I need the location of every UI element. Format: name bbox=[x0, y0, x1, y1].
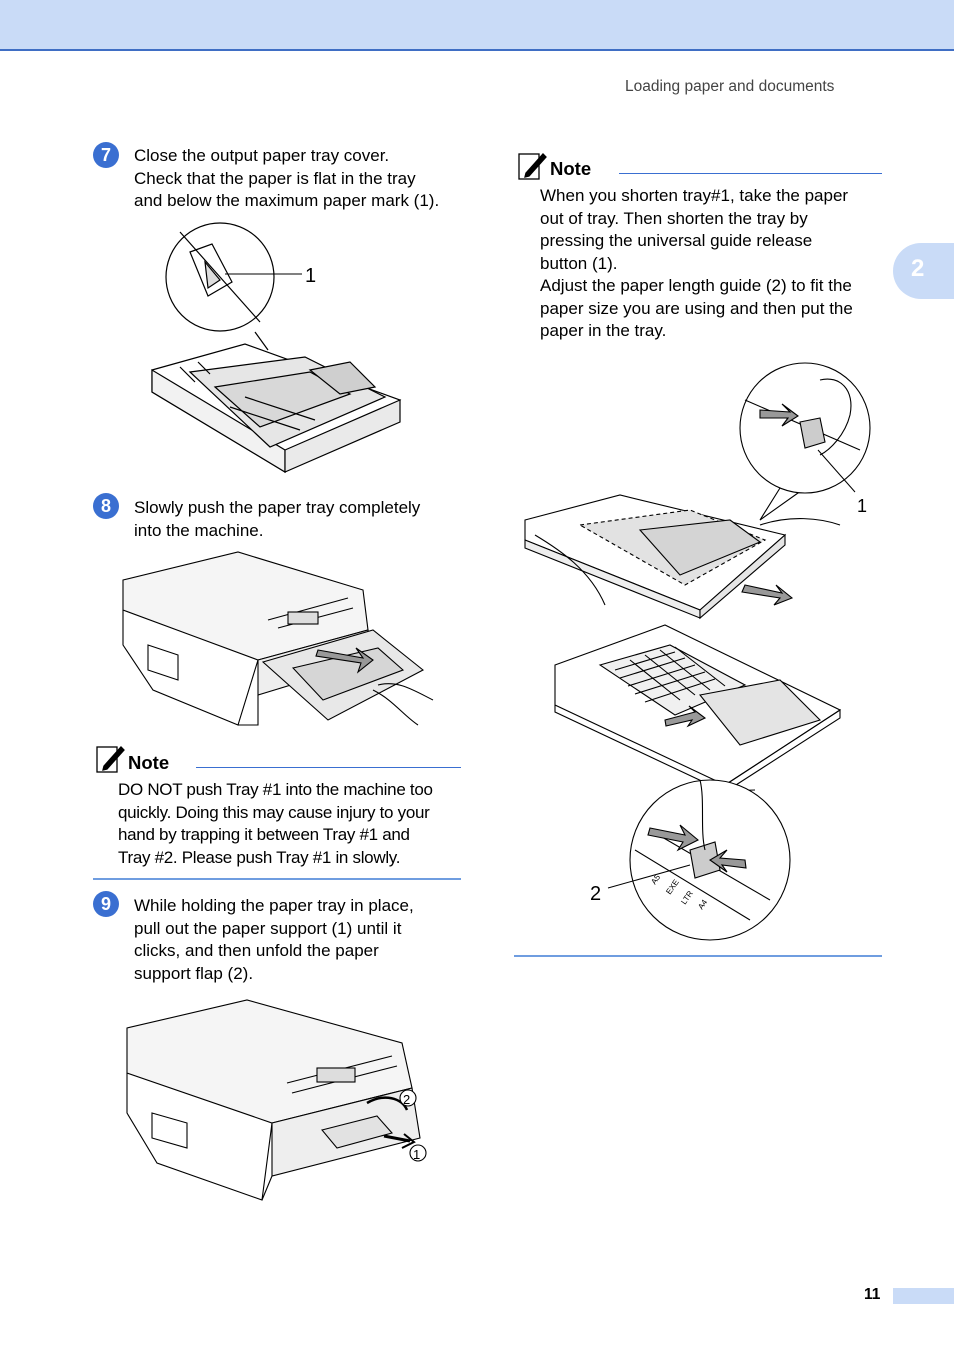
note-line-text: button (1). bbox=[540, 253, 618, 273]
step-7-text: Close the output paper tray cover. Check… bbox=[134, 145, 439, 213]
note-line-text: hand by trapping it between Tray #1 and bbox=[118, 825, 410, 844]
step-line: Close the output paper tray cover. bbox=[134, 146, 390, 165]
step-line: While holding the paper tray in place, bbox=[134, 896, 414, 915]
tray-drawing-lower bbox=[554, 624, 842, 793]
figure-push-tray bbox=[118, 550, 438, 735]
figure-paper-support: 2 1 bbox=[122, 998, 432, 1208]
step-8-text: Slowly push the paper tray completely in… bbox=[134, 497, 420, 542]
note-line-text: pressing the universal guide release bbox=[540, 231, 813, 250]
tray-drawing bbox=[151, 331, 402, 474]
magnifier-circle bbox=[165, 222, 275, 332]
page-tab bbox=[893, 1288, 954, 1304]
note-line-text: paper size you are using and then put th… bbox=[540, 298, 853, 318]
step-line: and below the maximum paper mark (1). bbox=[134, 191, 440, 210]
callout-1: 1 bbox=[413, 1147, 420, 1162]
note-icon bbox=[517, 151, 547, 186]
figure-tray-max-mark: 1 bbox=[150, 222, 410, 487]
step-line: support flap (2). bbox=[134, 963, 254, 983]
note-end-rule bbox=[93, 878, 461, 880]
note-line-text: Adjust the paper length guide (2) to fit… bbox=[540, 276, 852, 295]
note-title: Note bbox=[128, 752, 170, 773]
note-line-text: paper in the tray. bbox=[540, 321, 667, 340]
step-badge-7: 7 bbox=[93, 142, 119, 168]
note-end-rule bbox=[514, 955, 882, 957]
figure-shorten-tray: 1 bbox=[520, 360, 880, 945]
step-line: into the machine. bbox=[134, 520, 264, 540]
step-line: pull out the paper support (1) until it bbox=[134, 918, 402, 938]
note-line-text: quickly. Doing this may cause injury to … bbox=[118, 802, 430, 822]
chapter-number: 2 bbox=[911, 255, 925, 282]
step-line: Check that the paper is flat in the tray bbox=[134, 168, 416, 188]
header-band bbox=[0, 0, 954, 51]
tray-drawing-upper bbox=[524, 494, 841, 620]
callout-2: 2 bbox=[590, 883, 601, 905]
note-icon bbox=[95, 744, 125, 779]
step-badge-9: 9 bbox=[93, 891, 119, 917]
note-line-text: Tray #2. Please push Tray #1 in slowly. bbox=[118, 847, 401, 867]
running-title: Loading paper and documents bbox=[625, 78, 835, 95]
note-line-text: out of tray. Then shorten the tray by bbox=[540, 208, 808, 228]
callout-1: 1 bbox=[305, 265, 316, 287]
magnifier-length-guide: A5 EXE LTR A4 bbox=[629, 779, 791, 941]
note-line-text: DO NOT push Tray #1 into the machine too bbox=[118, 780, 433, 799]
note-title: Note bbox=[550, 158, 592, 179]
note-line-text: When you shorten tray#1, take the paper bbox=[540, 186, 849, 205]
note-2-text: When you shorten tray#1, take the paper … bbox=[540, 185, 853, 343]
step-line: clicks, and then unfold the paper bbox=[134, 941, 379, 960]
note-divider bbox=[619, 173, 882, 174]
step-badge-8: 8 bbox=[93, 493, 119, 519]
callout-1: 1 bbox=[857, 496, 867, 516]
note-1-text: DO NOT push Tray #1 into the machine too… bbox=[118, 779, 433, 869]
callout-2: 2 bbox=[403, 1092, 410, 1107]
magnifier-release-button bbox=[739, 362, 871, 521]
step-9-text: While holding the paper tray in place, p… bbox=[134, 895, 414, 985]
note-divider bbox=[196, 767, 461, 768]
step-line: Slowly push the paper tray completely bbox=[134, 498, 421, 517]
page-number: 11 bbox=[864, 1286, 881, 1303]
chapter-tab: 2 bbox=[893, 243, 954, 299]
